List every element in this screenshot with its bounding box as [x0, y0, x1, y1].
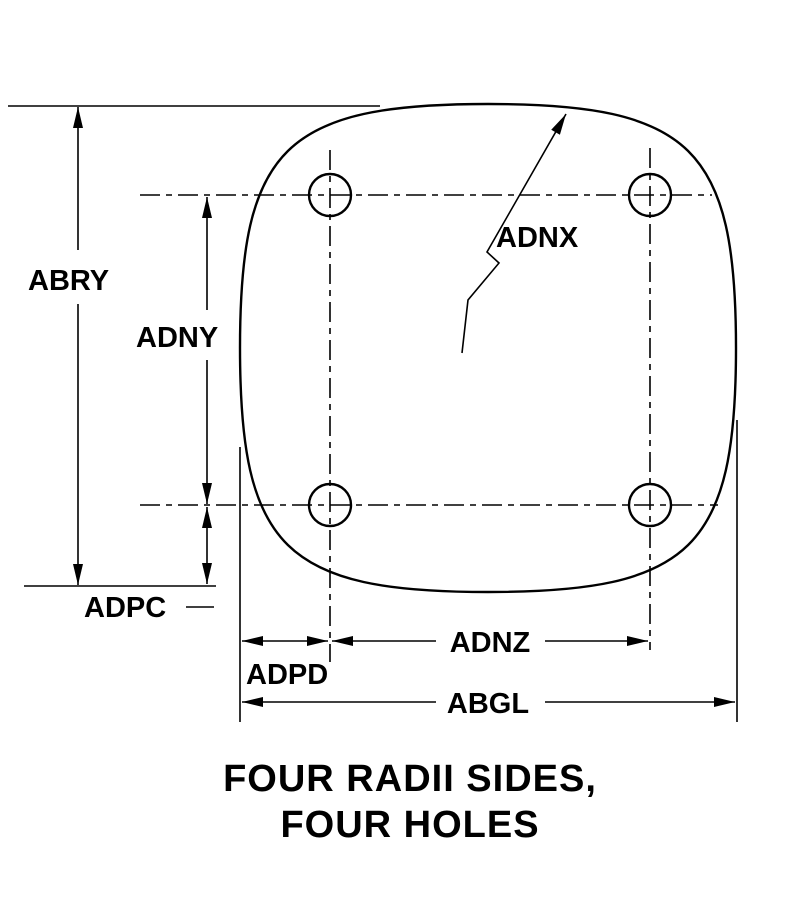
caption: FOUR RADII SIDES, FOUR HOLES	[223, 758, 597, 846]
dimension-lines	[73, 107, 735, 707]
label-adnx: ADNX	[496, 222, 579, 254]
holes	[307, 172, 673, 528]
label-adny: ADNY	[136, 322, 218, 354]
adnx-leader-arrow	[461, 113, 567, 354]
centerlines	[140, 148, 718, 662]
hole-top-right	[627, 172, 673, 218]
labels: ABRY ADNY ADNX ADPC ADPD ADNZ ABGL	[28, 222, 579, 720]
label-adpd: ADPD	[246, 659, 328, 691]
hole-bottom-left	[307, 482, 353, 528]
caption-line-2: FOUR HOLES	[280, 804, 539, 846]
hole-top-left	[307, 172, 353, 218]
label-abgl: ABGL	[447, 688, 529, 720]
label-adnz: ADNZ	[450, 627, 531, 659]
label-abry: ABRY	[28, 265, 109, 297]
caption-line-1: FOUR RADII SIDES,	[223, 758, 597, 800]
plate-outline	[238, 102, 738, 594]
extension-lines	[8, 105, 738, 722]
label-adpc: ADPC	[84, 592, 166, 624]
hole-bottom-right	[627, 482, 673, 528]
